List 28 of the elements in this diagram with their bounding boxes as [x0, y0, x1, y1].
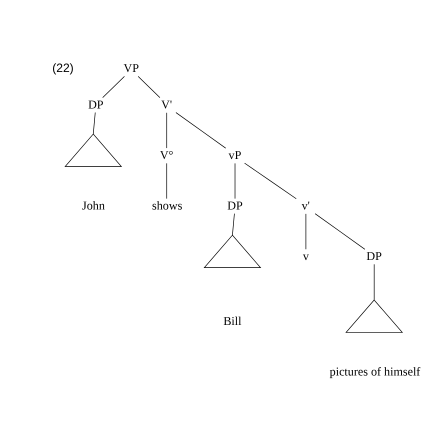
node-text: shows	[152, 198, 182, 212]
node-text: V'	[161, 96, 172, 111]
connector	[166, 162, 168, 198]
node-text: VP	[124, 60, 139, 75]
connector	[374, 263, 375, 300]
node-text: DP	[227, 198, 243, 212]
node-text: V°	[160, 147, 174, 162]
node-triangle	[64, 133, 122, 166]
node-text: DP	[88, 96, 104, 111]
node-triangle	[345, 299, 404, 332]
node-text: v'	[302, 198, 310, 212]
node-triangle	[204, 234, 262, 268]
node-text: pictures of himself	[330, 364, 420, 378]
node-text: Bill	[223, 313, 242, 328]
node-text: vP	[228, 147, 242, 162]
connector	[92, 112, 96, 134]
node-text: v	[302, 248, 309, 262]
connector	[244, 162, 297, 199]
connector	[232, 212, 235, 236]
connector	[102, 76, 125, 98]
connector	[166, 112, 168, 148]
connector	[314, 212, 366, 250]
label: (22)	[52, 60, 74, 75]
connector	[176, 112, 226, 148]
connector	[138, 76, 160, 98]
connector	[234, 162, 236, 198]
node-text: John	[82, 198, 105, 212]
node-text: DP	[366, 248, 382, 262]
